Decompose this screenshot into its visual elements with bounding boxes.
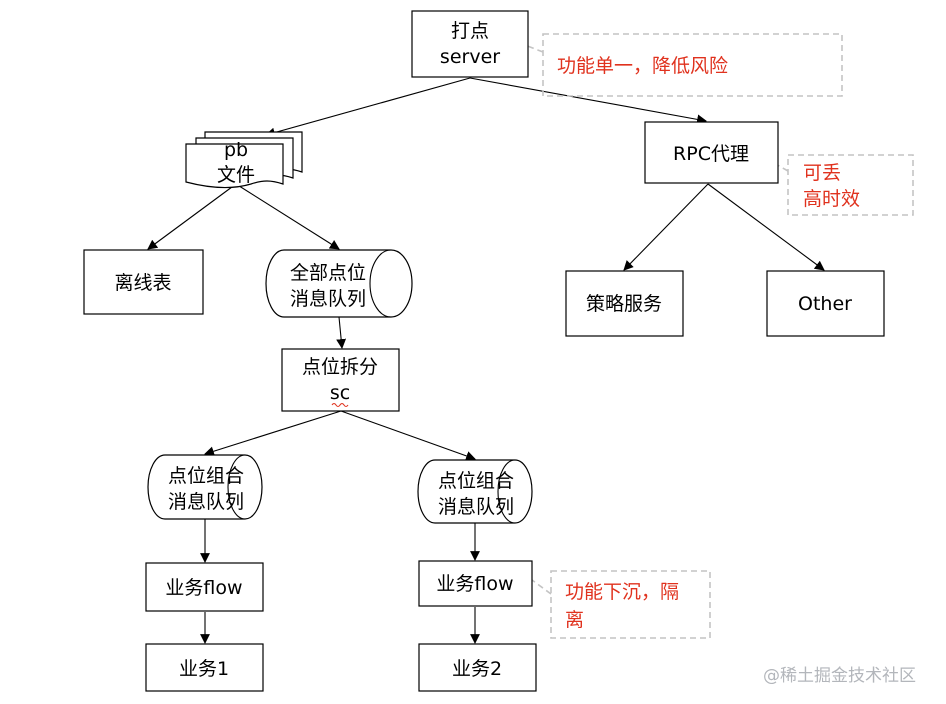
edge-rpc-strategy — [623, 183, 709, 271]
business-2-label: 业务2 — [452, 658, 502, 680]
note-sink-isolate: 功能下沉，隔 离 — [550, 570, 711, 639]
business-flow-1-label: 业务flow — [165, 577, 242, 599]
edge-split-combo2 — [340, 410, 476, 461]
edge-server-rpc — [469, 77, 707, 125]
point-split-line-2: sc — [330, 382, 350, 404]
business-2-node: 业务2 — [418, 643, 537, 692]
pb-file-line-1: pb — [224, 139, 248, 161]
server-node: 打点 server — [411, 10, 529, 78]
note-droppable-line-2: 高时效 — [803, 188, 860, 210]
strategy-service-node: 策略服务 — [565, 270, 684, 337]
offline-table-label: 离线表 — [114, 272, 171, 294]
all-points-queue-node: 全部点位 消息队列 — [265, 249, 413, 318]
note-single-function-text: 功能单一，降低风险 — [557, 55, 728, 77]
server-node-line-1: 打点 — [451, 20, 489, 42]
other-node: Other — [766, 270, 885, 337]
note3-connector — [531, 579, 552, 595]
all-points-queue-line-2: 消息队列 — [290, 288, 366, 310]
strategy-service-label: 策略服务 — [586, 293, 662, 315]
rpc-proxy-node: RPC代理 — [644, 121, 779, 184]
watermark: @稀土掘金技术社区 — [763, 666, 916, 686]
edge-server-pb — [265, 77, 471, 138]
note-sink-isolate-line-1: 功能下沉，隔 — [565, 581, 679, 603]
point-combo-queue-2-node: 点位组合 消息队列 — [417, 459, 533, 524]
edge-pb-offline — [147, 183, 237, 250]
business-flow-2-node: 业务flow — [418, 560, 533, 607]
combo-queue-2-line-2: 消息队列 — [438, 496, 514, 518]
edge-pb-allq — [235, 183, 340, 250]
offline-table-node: 离线表 — [83, 249, 204, 315]
edge-allq-split — [336, 316, 347, 349]
business-1-node: 业务1 — [145, 643, 264, 692]
business-flow-2-label: 业务flow — [436, 573, 513, 595]
point-combo-queue-1-node: 点位组合 消息队列 — [147, 454, 263, 520]
business-1-label: 业务1 — [179, 658, 229, 680]
spellcheck-underline — [331, 402, 349, 408]
combo-queue-2-line-1: 点位组合 — [438, 470, 514, 492]
point-split-sc-node: 点位拆分 sc — [281, 348, 400, 412]
server-node-line-2: server — [440, 46, 500, 68]
note-sink-isolate-line-2: 离 — [565, 609, 584, 631]
combo-queue-1-line-1: 点位组合 — [168, 465, 244, 487]
combo-queue-1-line-2: 消息队列 — [168, 491, 244, 513]
edge-split-combo1 — [204, 410, 342, 457]
business-flow-1-node: 业务flow — [145, 562, 264, 612]
pb-file-line-2: 文件 — [217, 164, 255, 186]
all-points-queue-line-1: 全部点位 — [290, 262, 366, 284]
rpc-proxy-label: RPC代理 — [673, 143, 749, 165]
other-label: Other — [798, 293, 852, 315]
note-droppable: 可丢 高时效 — [787, 154, 914, 216]
edge-rpc-other — [707, 183, 825, 271]
pb-file-node: pb 文件 — [185, 131, 303, 189]
note-single-function: 功能单一，降低风险 — [542, 33, 843, 97]
note-droppable-line-1: 可丢 — [803, 162, 841, 184]
point-split-line-1: 点位拆分 — [302, 356, 378, 378]
